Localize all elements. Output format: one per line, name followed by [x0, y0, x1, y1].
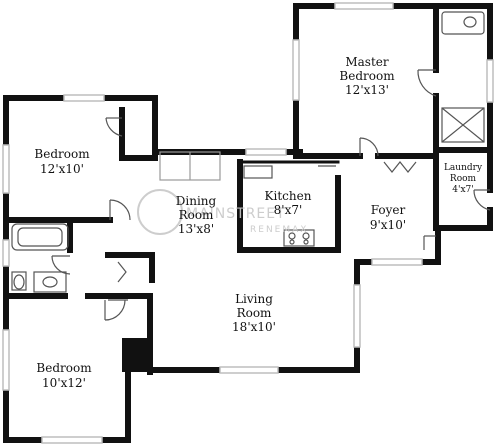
- watermark-brand: MAINSTREET: [186, 206, 286, 222]
- kitchen-dims: 8'x7': [274, 203, 303, 217]
- master-bedroom-dims: 12'x13': [345, 83, 389, 97]
- kitchen-name: Kitchen: [265, 189, 312, 203]
- dining-name-2: Room: [179, 208, 214, 222]
- range: [283, 229, 315, 247]
- living-name-2: Room: [237, 306, 272, 320]
- watermark-logo-icon: [137, 189, 183, 235]
- master-bedroom-name-2: Bedroom: [339, 69, 395, 83]
- master-bedroom-name-1: Master: [345, 55, 389, 69]
- bathtub: [11, 223, 69, 251]
- laundry-name-1: Laundry: [444, 163, 483, 173]
- doors: [51, 69, 491, 321]
- toilet: [11, 271, 27, 291]
- watermark: MAINSTREET RENEMAX: [137, 189, 308, 235]
- living-name-1: Living: [235, 292, 273, 306]
- foyer-name: Foyer: [371, 203, 406, 217]
- laundry-dims: 4'x7': [452, 185, 473, 195]
- foyer-dims: 9'x10': [370, 218, 406, 232]
- master-sink: [441, 11, 485, 35]
- bedroom-upper-dims: 12'x10': [40, 162, 84, 176]
- dining-name-1: Dining: [176, 194, 217, 208]
- kitchen-sink: [243, 165, 273, 179]
- bedroom-upper-name: Bedroom: [34, 147, 90, 161]
- wall-column: [122, 338, 150, 372]
- master-shower: [441, 107, 485, 143]
- laundry-name-2: Room: [450, 174, 477, 184]
- dining-dims: 13'x8': [178, 222, 214, 236]
- bedroom-lower-dims: 10'x12': [42, 376, 86, 390]
- bedroom-lower-name: Bedroom: [36, 361, 92, 375]
- living-dims: 18'x10': [232, 320, 276, 334]
- vanity: [33, 271, 67, 293]
- room-labels: Master Bedroom 12'x13' Bedroom 12'x10' D…: [34, 55, 483, 390]
- watermark-tag: RENEMAX: [250, 225, 308, 235]
- fixtures: [11, 11, 485, 293]
